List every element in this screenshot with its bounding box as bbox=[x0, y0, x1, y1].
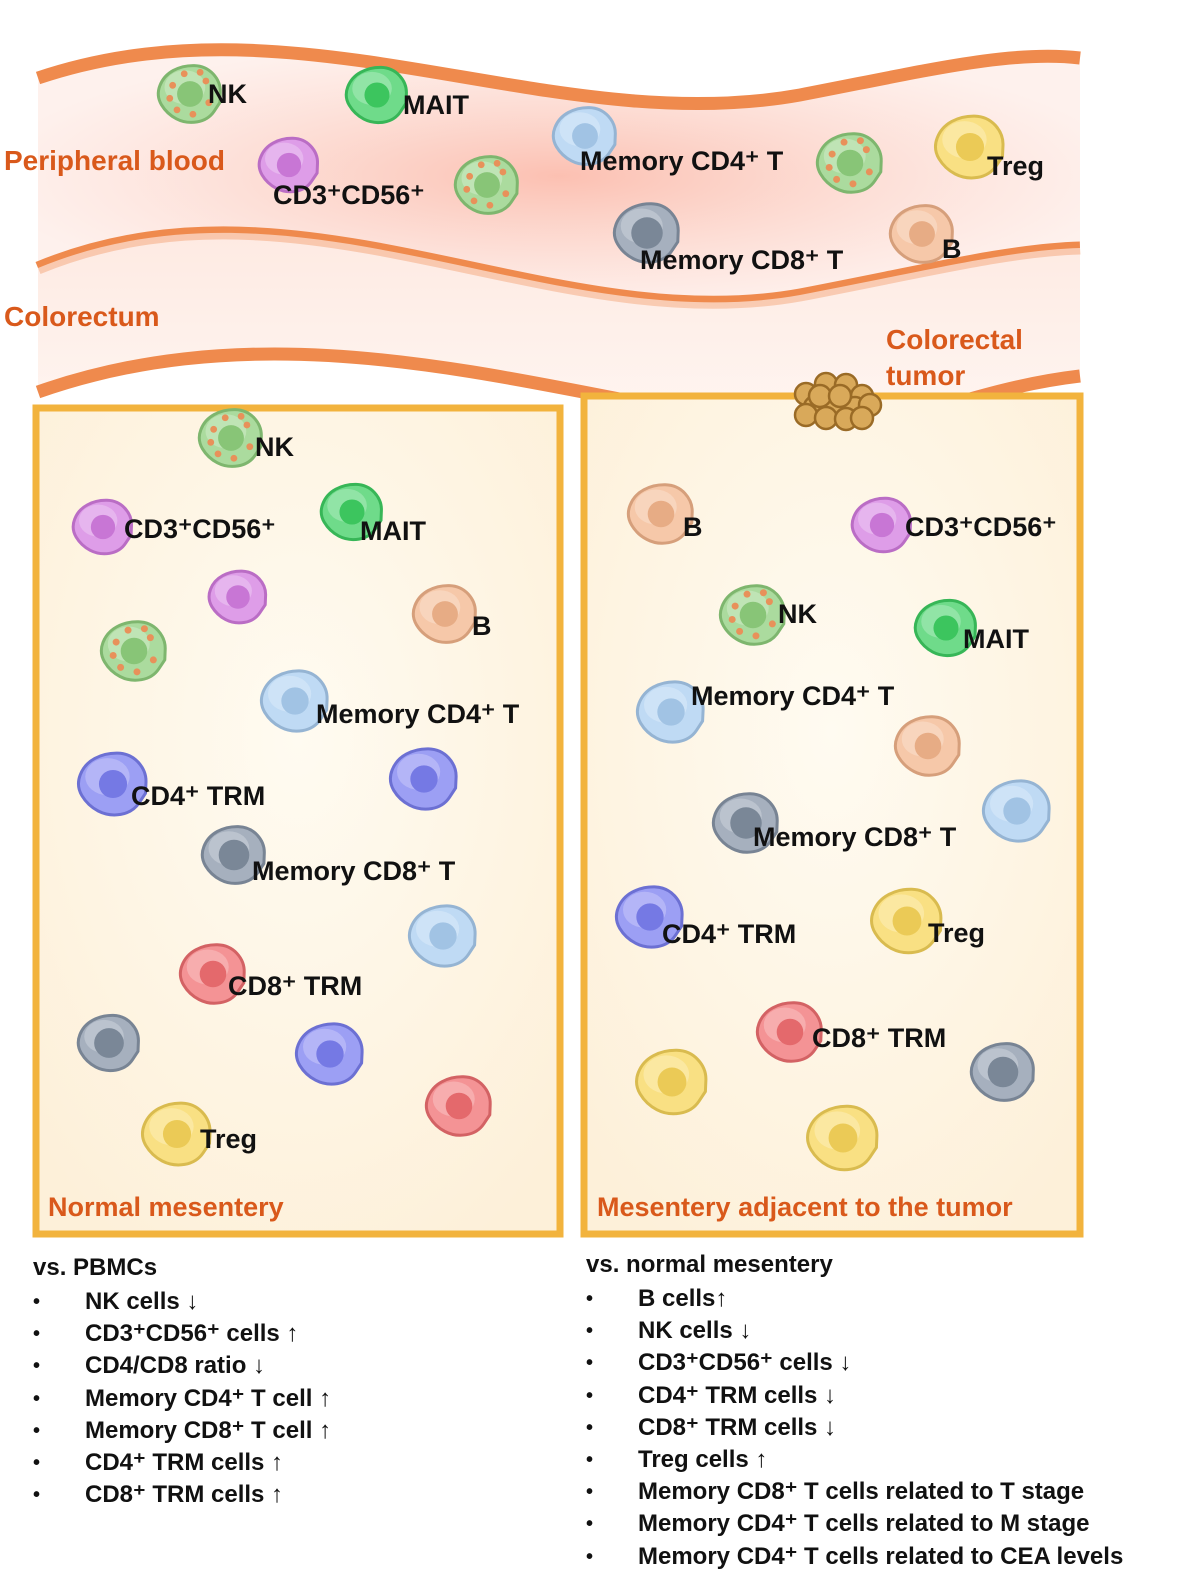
cd4trm-cell bbox=[614, 885, 684, 949]
nk-cell bbox=[156, 64, 222, 124]
b-cell bbox=[893, 715, 961, 777]
normal-b-label: B bbox=[472, 611, 492, 641]
adjacent-cd4trm-label: CD4⁺ TRM bbox=[662, 919, 796, 949]
comparison-item: CD8⁺ TRM cells ↓ bbox=[586, 1412, 1123, 1444]
mait-cell bbox=[319, 482, 383, 542]
left-comparison-items: NK cells ↓CD3⁺CD56⁺ cells ↑CD4/CD8 ratio… bbox=[33, 1286, 331, 1512]
left-comparison-heading: vs. PBMCs bbox=[33, 1254, 158, 1281]
comparison-item: CD3⁺CD56⁺ cells ↑ bbox=[33, 1318, 331, 1350]
comparison-item: B cells↑ bbox=[586, 1283, 1123, 1315]
colorectal-tumor-label-line2: tumor bbox=[886, 360, 965, 391]
mem-cd4-cell bbox=[635, 680, 705, 744]
adjacent-nk-label: NK bbox=[778, 599, 817, 629]
comparison-item: Memory CD8⁺ T cells related to T stage bbox=[586, 1476, 1123, 1508]
treg-cell bbox=[140, 1101, 212, 1167]
comparison-item: Treg cells ↑ bbox=[586, 1444, 1123, 1476]
blood-cd3cd56-label: CD3⁺CD56⁺ bbox=[273, 180, 425, 210]
adjacent-b-label: B bbox=[683, 512, 703, 542]
mem-cd4-cell bbox=[407, 904, 477, 968]
comparison-item: NK cells ↓ bbox=[33, 1286, 331, 1318]
right-comparison-list: vs. normal mesentery B cells↑NK cells ↓C… bbox=[586, 1249, 1123, 1573]
mem-cd4-cell bbox=[551, 106, 617, 166]
adjacent-memcd8-label: Memory CD8⁺ T bbox=[753, 822, 957, 852]
comparison-item: NK cells ↓ bbox=[586, 1315, 1123, 1347]
normal-cd8trm-label: CD8⁺ TRM bbox=[228, 971, 362, 1001]
nk-cell bbox=[197, 408, 263, 468]
cd4trm-cell bbox=[294, 1022, 364, 1086]
right-comparison-heading: vs. normal mesentery bbox=[586, 1251, 833, 1278]
mait-cell bbox=[344, 65, 408, 125]
mem-cd8-cell bbox=[612, 202, 680, 264]
cd4trm-cell bbox=[388, 747, 458, 811]
blood-nk-label: NK bbox=[208, 79, 247, 109]
cd3cd56-cell bbox=[71, 498, 134, 556]
cd3cd56-cell bbox=[207, 569, 268, 625]
blood-b-label: B bbox=[942, 234, 962, 264]
cd3cd56-cell bbox=[850, 496, 913, 554]
mem-cd8-cell bbox=[200, 825, 266, 885]
nk-cell bbox=[815, 132, 883, 194]
comparison-item: Memory CD4⁺ T cell ↑ bbox=[33, 1383, 331, 1415]
treg-cell bbox=[933, 114, 1005, 180]
adjacent-mait-label: MAIT bbox=[963, 624, 1029, 654]
b-cell bbox=[411, 584, 477, 644]
comparison-item: Memory CD8⁺ T cell ↑ bbox=[33, 1415, 331, 1447]
adjacent-memcd4-label: Memory CD4⁺ T bbox=[691, 681, 895, 711]
b-cell bbox=[888, 204, 954, 264]
blood-memcd4-label: Memory CD4⁺ T bbox=[580, 146, 784, 176]
comparison-item: CD4⁺ TRM cells ↓ bbox=[586, 1380, 1123, 1412]
cells-layer bbox=[71, 64, 1051, 1172]
mem-cd8-cell bbox=[969, 1042, 1035, 1102]
colorectal-tumor-label-line1: Colorectal bbox=[886, 324, 1023, 355]
normal-treg-label: Treg bbox=[200, 1124, 257, 1154]
right-comparison-items: B cells↑NK cells ↓CD3⁺CD56⁺ cells ↓CD4⁺ … bbox=[586, 1283, 1123, 1573]
left-comparison-list: vs. PBMCs NK cells ↓CD3⁺CD56⁺ cells ↑CD4… bbox=[33, 1252, 331, 1512]
blood-mait-label: MAIT bbox=[403, 90, 469, 120]
comparison-item: Memory CD4⁺ T cells related to CEA level… bbox=[586, 1541, 1123, 1573]
nk-cell bbox=[453, 155, 519, 215]
normal-mait-label: MAIT bbox=[360, 516, 426, 546]
blood-vessel-top-wall bbox=[35, 43, 1081, 111]
normal-memcd4-label: Memory CD4⁺ T bbox=[316, 699, 520, 729]
comparison-item: CD3⁺CD56⁺ cells ↓ bbox=[586, 1347, 1123, 1379]
comparison-item: CD4/CD8 ratio ↓ bbox=[33, 1350, 331, 1382]
mem-cd8-cell bbox=[76, 1013, 140, 1073]
treg-cell bbox=[870, 887, 943, 955]
normal-mesentery-label: Normal mesentery bbox=[48, 1192, 284, 1222]
nk-cell bbox=[718, 584, 786, 646]
normal-cd4trm-label: CD4⁺ TRM bbox=[131, 781, 265, 811]
normal-cd3cd56-label: CD3⁺CD56⁺ bbox=[124, 514, 276, 544]
mem-cd8-cell bbox=[711, 792, 779, 854]
cd3cd56-cell bbox=[257, 136, 320, 194]
comparison-item: CD4⁺ TRM cells ↑ bbox=[33, 1447, 331, 1479]
adjacent-treg-label: Treg bbox=[928, 918, 985, 948]
cd8trm-cell bbox=[424, 1075, 492, 1137]
mem-cd4-cell bbox=[259, 669, 329, 733]
nk-cell bbox=[99, 620, 167, 682]
treg-cell bbox=[806, 1104, 879, 1172]
blood-treg-label: Treg bbox=[987, 151, 1044, 181]
blood-vessel-lumen bbox=[38, 49, 1080, 303]
adjacent-mesentery-label: Mesentery adjacent to the tumor bbox=[597, 1192, 1013, 1222]
cd8trm-cell bbox=[178, 943, 246, 1005]
peripheral-blood-label: Peripheral blood bbox=[4, 145, 225, 176]
normal-memcd8-label: Memory CD8⁺ T bbox=[252, 856, 456, 886]
mem-cd4-cell bbox=[981, 779, 1051, 843]
blood-memcd8-label: Memory CD8⁺ T bbox=[640, 245, 844, 275]
adjacent-cd3cd56-label: CD3⁺CD56⁺ bbox=[905, 512, 1057, 542]
tumor-cluster bbox=[793, 371, 883, 432]
cd8trm-cell bbox=[755, 1001, 823, 1063]
comparison-item: CD8⁺ TRM cells ↑ bbox=[33, 1479, 331, 1511]
comparison-item: Memory CD4⁺ T cells related to M stage bbox=[586, 1508, 1123, 1540]
b-cell bbox=[626, 483, 694, 545]
treg-cell bbox=[635, 1048, 708, 1116]
colorectum-label: Colorectum bbox=[4, 301, 160, 332]
mait-cell bbox=[913, 598, 977, 658]
cd4trm-cell bbox=[76, 751, 148, 817]
normal-nk-label: NK bbox=[255, 432, 294, 462]
adjacent-cd8trm-label: CD8⁺ TRM bbox=[812, 1023, 946, 1053]
